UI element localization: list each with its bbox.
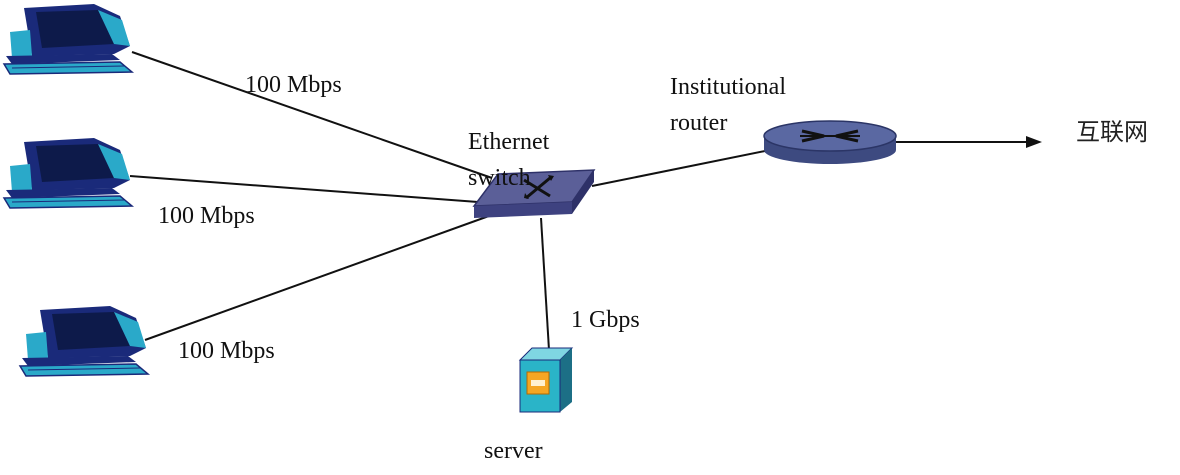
computer-2: [3, 137, 133, 209]
internet-label: 互联网: [1076, 118, 1148, 146]
link-label-pc1: 100 Mbps: [245, 72, 342, 98]
router-label-line2: router: [670, 110, 727, 136]
link-pc3-switch: [144, 211, 501, 341]
switch-label-line2: switch: [468, 165, 531, 191]
desktop-computer-icon: [19, 305, 149, 377]
arrow-head: [1026, 136, 1042, 148]
desktop-computer-icon: [3, 137, 133, 209]
link-label-server: 1 Gbps: [571, 307, 640, 333]
ethernet-switch-icon: [472, 169, 596, 218]
computer-3: [19, 305, 149, 377]
desktop-computer-icon: [3, 3, 133, 75]
link-pc1-switch: [131, 51, 493, 179]
link-label-pc3: 100 Mbps: [178, 338, 275, 364]
link-pc2-switch: [129, 175, 479, 203]
switch-label-line1: Ethernet: [468, 129, 550, 155]
link-label-pc2: 100 Mbps: [158, 203, 255, 229]
link-switch-server: [540, 217, 550, 351]
router-icon: [763, 120, 897, 164]
link-switch-router: [591, 149, 771, 187]
server-icon: [518, 347, 574, 413]
computer-1: [3, 3, 133, 75]
server-label: server: [484, 438, 543, 464]
router-label-line1: Institutional: [670, 74, 786, 100]
